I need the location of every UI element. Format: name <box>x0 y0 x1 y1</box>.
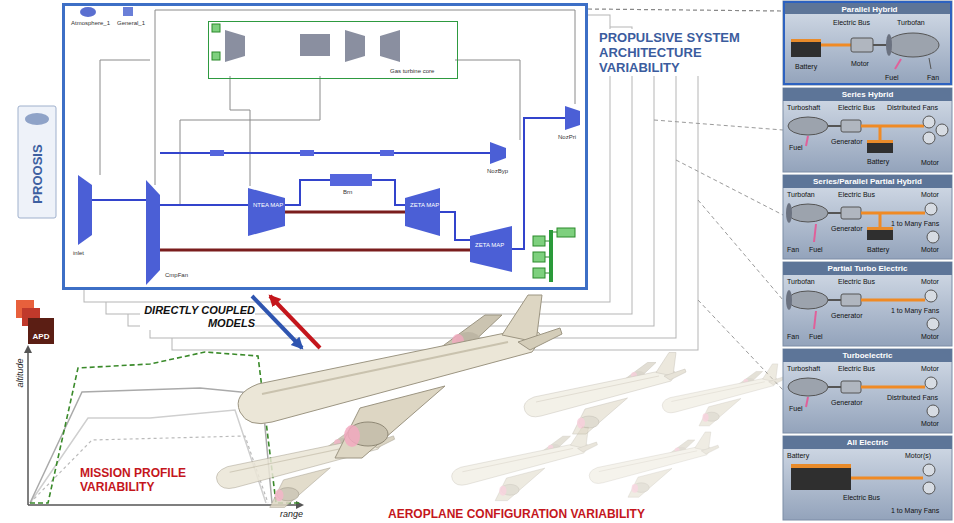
architecture-panel: Parallel HybridElectric Bus TurbofanBatte… <box>783 1 952 85</box>
component-label: NTEA MAP <box>253 202 283 209</box>
component-label: 1 to Many Fans <box>891 507 939 515</box>
component-label: Fuel <box>885 74 899 82</box>
logo-text: PROOSIS <box>30 144 45 203</box>
component-label: Motor <box>921 333 939 341</box>
component-label: Battery <box>795 63 817 71</box>
component-label: Motor <box>921 278 939 286</box>
component-label: Fan <box>927 74 939 82</box>
component-label: Generator <box>831 399 863 407</box>
architecture-panel: Partial Turbo ElectricTurbofan Electric B… <box>783 262 952 346</box>
component-label: Battery <box>867 158 889 166</box>
component-label: ZETA MAP <box>410 202 439 209</box>
component-label: Turbofan <box>787 278 815 286</box>
panel-heading: All Electric <box>847 436 888 449</box>
axis-label: altitude <box>15 355 25 391</box>
architecture-panels <box>783 1 952 520</box>
component-label: Fuel <box>789 144 803 152</box>
logo-graphics <box>16 106 56 326</box>
component-label: Turboshaft <box>787 365 820 373</box>
subsystem-box: Gas turbine core <box>208 21 458 79</box>
annotation: DIRECTLY COUPLED MODELS <box>140 304 255 330</box>
component-label: Motor <box>851 60 869 68</box>
component-label: Fan <box>787 333 799 341</box>
architecture-panel: All ElectricBattery Motor(s) Electric Bus 1… <box>783 436 952 520</box>
engine-schematic <box>78 7 580 285</box>
component-label: Turboshaft <box>787 104 820 112</box>
component-label: Motor(s) <box>905 452 931 460</box>
component-label: 1 to Many Fans <box>891 307 939 315</box>
component-label: Electric Bus <box>838 278 875 286</box>
panel-heading: Turboelectric <box>842 349 892 362</box>
component-label: Motor <box>921 191 939 199</box>
annotation: AEROPLANE CONFIGURATION VARIABILITY <box>388 507 645 521</box>
panel-heading: Series/Parallel Partial Hybrid <box>813 175 922 188</box>
axis-label: range <box>280 509 303 519</box>
component-label: Motor <box>921 246 939 254</box>
panel-heading: Parallel Hybrid <box>841 3 897 16</box>
component-label: Motor <box>921 159 939 167</box>
coupling-arrows <box>252 296 320 348</box>
component-label: Fuel <box>809 246 823 254</box>
component-label: Motor <box>921 365 939 373</box>
logo-box: PROOSIS <box>20 132 54 216</box>
schematic-ground <box>62 3 588 290</box>
component-label: Distributed Fans <box>887 394 938 402</box>
component-label: Generator <box>831 312 863 320</box>
component-label: Battery <box>867 246 889 254</box>
component-label: ZETA MAP <box>475 242 504 249</box>
component-label: Atmosphere_1 <box>70 20 111 27</box>
component-label: Motor <box>921 420 939 428</box>
component-label: Electric Bus <box>838 191 875 199</box>
dashed-connector <box>588 9 783 11</box>
logo-text: APD <box>33 332 50 341</box>
component-label: NozPri <box>557 134 577 141</box>
subsystem-label: Gas turbine core <box>389 68 435 75</box>
component-label: Brn <box>342 189 353 196</box>
component-label: Electric Bus <box>843 494 880 502</box>
architecture-panel: Series HybridTurboshaft Electric Bus Distr… <box>783 88 952 172</box>
component-label: Fuel <box>789 405 803 413</box>
architecture-panel: Series/Parallel Partial HybridTurbofan El… <box>783 175 952 259</box>
logo-box: APD <box>28 318 54 344</box>
component-label: NozByp <box>486 168 509 175</box>
component-label: Battery <box>787 452 809 460</box>
panel-heading: Series Hybrid <box>842 88 894 101</box>
component-label: Generator <box>831 225 863 233</box>
panel-heading: Partial Turbo Electric <box>828 262 908 275</box>
component-label: Turbofan <box>897 19 925 27</box>
component-label: Electric Bus <box>838 365 875 373</box>
component-label: Generator <box>831 138 863 146</box>
component-label: Electric Bus <box>838 104 875 112</box>
component-label: Distributed Fans <box>887 104 938 112</box>
component-label: inlet <box>72 250 85 257</box>
component-label: Fuel <box>809 333 823 341</box>
architecture-panel: TurboelectricTurboshaftElectric BusMotor… <box>783 349 952 433</box>
mission-chart <box>28 347 302 505</box>
schematic-panel: PROPULSIVE SYSTEM ARCHITECTURE VARIABILI… <box>62 3 588 290</box>
component-label: CmpFan <box>164 272 189 279</box>
aircraft-illustrations <box>216 295 785 507</box>
component-label: Fan <box>787 246 799 254</box>
component-label: Electric Bus <box>833 19 870 27</box>
component-label: Turbofan <box>787 191 815 199</box>
annotation: MISSION PROFILE VARIABILITY <box>80 466 220 494</box>
component-label: General_1 <box>116 20 146 27</box>
component-label: 1 to Many Fans <box>891 220 939 228</box>
panel-title: PROPULSIVE SYSTEM ARCHITECTURE VARIABILI… <box>597 29 753 76</box>
guide-lines <box>654 120 783 390</box>
